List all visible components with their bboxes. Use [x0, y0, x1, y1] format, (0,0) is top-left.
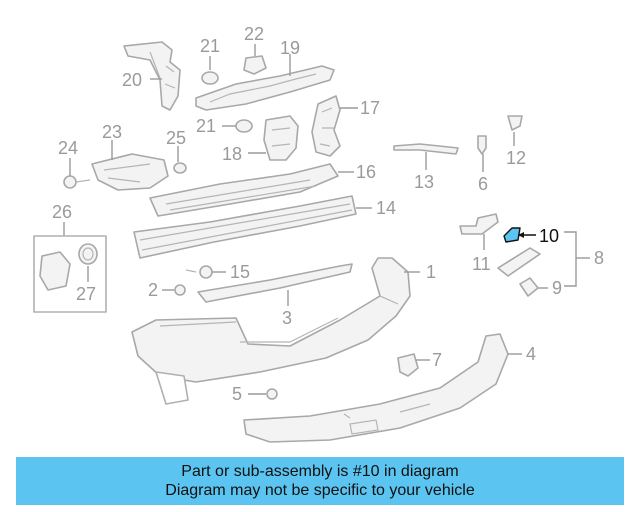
callout-21-upper: 21	[200, 36, 220, 56]
banner-part-line: Part or sub-assembly is #10 in diagram	[181, 463, 459, 480]
callout-17: 17	[360, 98, 380, 118]
callout-1: 1	[426, 262, 436, 282]
part-22-retainer	[243, 44, 267, 75]
part-3-step-pad	[197, 263, 353, 306]
part-10-highlighted	[503, 227, 536, 243]
part-1-bumper-cover	[131, 257, 420, 405]
callout-19: 19	[280, 38, 300, 58]
callout-22: 22	[244, 24, 264, 44]
info-banner: Part or sub-assembly is #10 in diagram D…	[16, 457, 624, 505]
part-23-bracket	[91, 140, 169, 191]
part-12-clip	[507, 115, 523, 146]
callout-20: 20	[122, 70, 142, 90]
callout-10: 10	[539, 226, 559, 246]
callout-25: 25	[166, 128, 186, 148]
part-19-absorber	[195, 54, 335, 111]
banner-disclaimer-line: Diagram may not be specific to your vehi…	[165, 482, 475, 499]
callout-18: 18	[222, 144, 242, 164]
part-9-clip	[519, 277, 548, 297]
callout-26: 26	[52, 202, 72, 222]
callout-14: 14	[376, 198, 396, 218]
part-5-bolt	[248, 388, 278, 400]
callout-27: 27	[76, 284, 96, 304]
callout-15: 15	[230, 262, 250, 282]
callout-24: 24	[58, 138, 78, 158]
part-6-screw	[477, 135, 487, 172]
part-2-clip	[162, 284, 186, 296]
callout-8: 8	[594, 248, 604, 268]
callout-16: 16	[356, 162, 376, 182]
callout-21-lower: 21	[196, 116, 216, 136]
arrowhead-10	[518, 232, 524, 238]
callout-9: 9	[552, 278, 562, 298]
part-21-clip-upper	[201, 56, 219, 85]
part-14-reinforcement	[133, 195, 372, 259]
callout-13: 13	[414, 172, 434, 192]
callout-23: 23	[102, 122, 122, 142]
callout-bracket-8	[564, 231, 590, 287]
part-8-trim	[497, 247, 541, 277]
part-26-sensor-kit	[33, 222, 107, 313]
part-20-bracket	[123, 41, 181, 111]
part-24-bolt	[63, 158, 91, 189]
part-25-grommet	[173, 146, 187, 174]
callout-4: 4	[526, 344, 536, 364]
part-17-side-bracket	[311, 95, 358, 157]
part-15-bolt	[185, 265, 226, 279]
part-16-absorber	[149, 163, 354, 217]
callout-3: 3	[282, 308, 292, 328]
callout-12: 12	[506, 148, 526, 168]
part-11-bracket	[459, 213, 499, 250]
callout-5: 5	[232, 384, 242, 404]
callout-2: 2	[148, 280, 158, 300]
part-21-clip-lower	[222, 119, 253, 133]
parts-diagram: 1 2 3 4 5 6 7 8 9 10 11 12 13 14 15 16 1…	[33, 24, 604, 443]
callout-11: 11	[472, 254, 491, 274]
part-13-molding	[393, 143, 459, 170]
callout-7: 7	[432, 350, 442, 370]
part-4-valance	[243, 333, 522, 443]
part-7-bracket	[397, 353, 430, 377]
part-18-bracket	[248, 115, 299, 161]
callout-6: 6	[478, 174, 488, 194]
